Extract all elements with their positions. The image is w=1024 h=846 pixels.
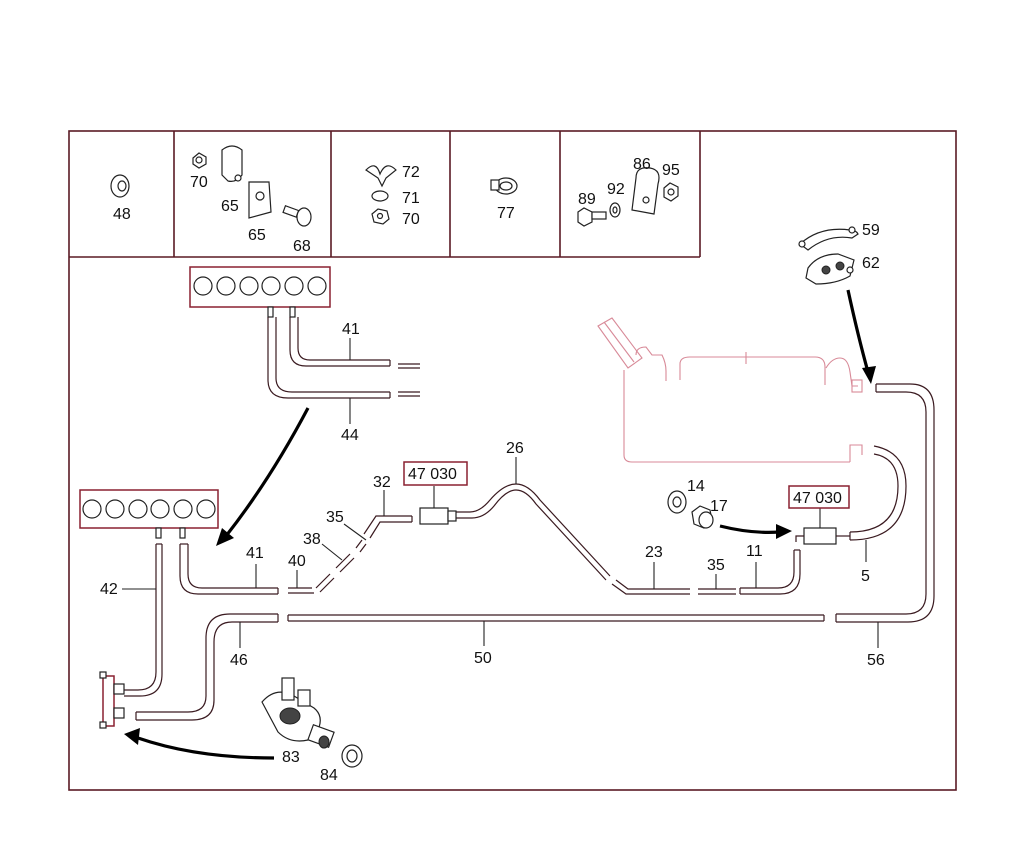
part-70-nut xyxy=(192,152,207,169)
injection-pump-lower xyxy=(79,489,219,539)
label-65-b: 65 xyxy=(248,227,266,244)
label-44: 44 xyxy=(341,427,359,444)
part-62-holder xyxy=(805,253,855,285)
diagram-frame xyxy=(68,130,957,791)
part-17-fitting xyxy=(691,505,714,529)
pipe-56 xyxy=(835,383,935,623)
pipe-26 xyxy=(456,483,611,581)
pipe-50 xyxy=(287,614,825,622)
part-95-nut xyxy=(663,182,679,202)
part-92-washer xyxy=(609,202,621,218)
label-92: 92 xyxy=(607,181,625,198)
arrowhead-fitting xyxy=(776,524,792,539)
label-95: 95 xyxy=(662,162,680,179)
label-72: 72 xyxy=(402,164,420,181)
arrowhead-pump xyxy=(124,728,140,745)
part-59-clip xyxy=(798,226,859,251)
arrow-pump xyxy=(137,736,275,760)
label-41-lower: 41 xyxy=(246,545,264,562)
pipe-41-top xyxy=(289,317,420,369)
part-65-clip-b xyxy=(248,181,272,219)
part-86-clip xyxy=(631,167,660,215)
label-89: 89 xyxy=(578,191,596,208)
label-48: 48 xyxy=(113,206,131,223)
valve-47030-left xyxy=(403,461,468,525)
label-42: 42 xyxy=(100,581,118,598)
arrow-manifold xyxy=(224,407,310,537)
label-23: 23 xyxy=(645,544,663,561)
label-46: 46 xyxy=(230,652,248,669)
label-box-right: 47 030 xyxy=(793,490,842,507)
leader-35-left xyxy=(343,523,367,541)
label-40: 40 xyxy=(288,553,306,570)
pipe-5 xyxy=(849,445,907,541)
part-89-bolt xyxy=(577,207,607,227)
label-83: 83 xyxy=(282,749,300,766)
label-32: 32 xyxy=(373,474,391,491)
label-68: 68 xyxy=(293,238,311,255)
label-41-top: 41 xyxy=(342,321,360,338)
label-5: 5 xyxy=(861,568,870,585)
label-17: 17 xyxy=(710,498,728,515)
label-26: 26 xyxy=(506,440,524,457)
label-35-right: 35 xyxy=(707,557,725,574)
pipe-46 xyxy=(135,613,279,721)
distributor-block xyxy=(99,671,125,729)
pipe-35-right xyxy=(698,588,736,595)
label-38: 38 xyxy=(303,531,321,548)
pipe-44-top xyxy=(267,317,420,399)
arrow-fitting xyxy=(719,524,781,534)
label-70-top: 70 xyxy=(190,174,208,191)
label-11: 11 xyxy=(746,543,763,560)
pipe-23 xyxy=(611,579,690,595)
leader-38 xyxy=(321,543,343,561)
part-84-seal xyxy=(341,744,363,768)
pipe-41-lower xyxy=(179,543,279,595)
pipe-11 xyxy=(739,549,801,595)
label-35-left: 35 xyxy=(326,509,344,526)
label-77: 77 xyxy=(497,205,515,222)
label-56: 56 xyxy=(867,652,885,669)
label-59: 59 xyxy=(862,222,880,239)
label-62: 62 xyxy=(862,255,880,272)
pipe-32 xyxy=(363,515,413,539)
label-14: 14 xyxy=(687,478,705,495)
pipe-35-38-40 xyxy=(288,539,367,594)
part-48-grommet xyxy=(110,174,130,198)
injection-pump-top xyxy=(189,266,331,318)
part-83-hand-pump xyxy=(261,677,335,749)
pipe-42 xyxy=(124,543,163,697)
part-71-washer xyxy=(371,190,389,202)
label-84: 84 xyxy=(320,767,338,784)
arrowhead-manifold xyxy=(216,528,234,546)
arrowhead-clip xyxy=(862,366,876,384)
label-71: 71 xyxy=(402,190,420,207)
part-70-nut-b xyxy=(371,208,390,225)
label-65-a: 65 xyxy=(221,198,239,215)
part-68-screw xyxy=(282,205,312,227)
label-box-left: 47 030 xyxy=(408,466,457,483)
arrow-clip xyxy=(846,289,870,373)
label-70-b: 70 xyxy=(402,211,420,228)
valve-47030-right xyxy=(788,485,850,545)
fuel-filter-outline xyxy=(597,317,863,463)
part-65-clip-a xyxy=(221,145,243,182)
label-50: 50 xyxy=(474,650,492,667)
part-77-clamp xyxy=(490,177,518,195)
part-14-washer xyxy=(667,490,687,514)
label-86: 86 xyxy=(633,156,651,173)
part-72-clip xyxy=(365,165,397,188)
